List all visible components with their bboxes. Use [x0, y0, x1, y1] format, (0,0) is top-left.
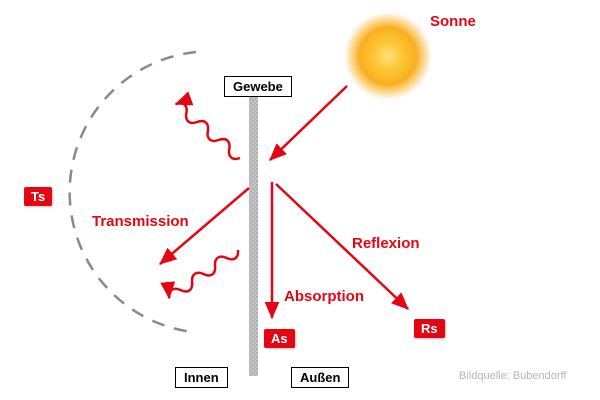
fabric-label: Gewebe	[224, 76, 292, 97]
heat-wave-arrow-lower	[160, 249, 240, 300]
incoming-ray-arrow	[269, 85, 348, 161]
outside-label: Außen	[291, 367, 350, 388]
sun-label: Sonne	[430, 13, 476, 30]
transmission-label: Transmission	[92, 213, 189, 230]
interior-arc	[68, 50, 197, 334]
rs-badge: Rs	[414, 319, 445, 338]
absorption-label: Absorption	[284, 288, 364, 305]
reflection-arrow	[275, 183, 409, 310]
sun-icon	[344, 12, 432, 100]
heat-wave-arrow-upper	[174, 91, 241, 161]
image-credit: Bildquelle: Bubendorff	[459, 370, 567, 382]
inside-label: Innen	[175, 367, 228, 388]
ts-badge: Ts	[24, 187, 53, 206]
reflection-label: Reflexion	[352, 235, 420, 252]
as-badge: As	[264, 329, 295, 348]
transmission-arrow	[159, 187, 250, 265]
fabric-bar	[249, 96, 258, 376]
